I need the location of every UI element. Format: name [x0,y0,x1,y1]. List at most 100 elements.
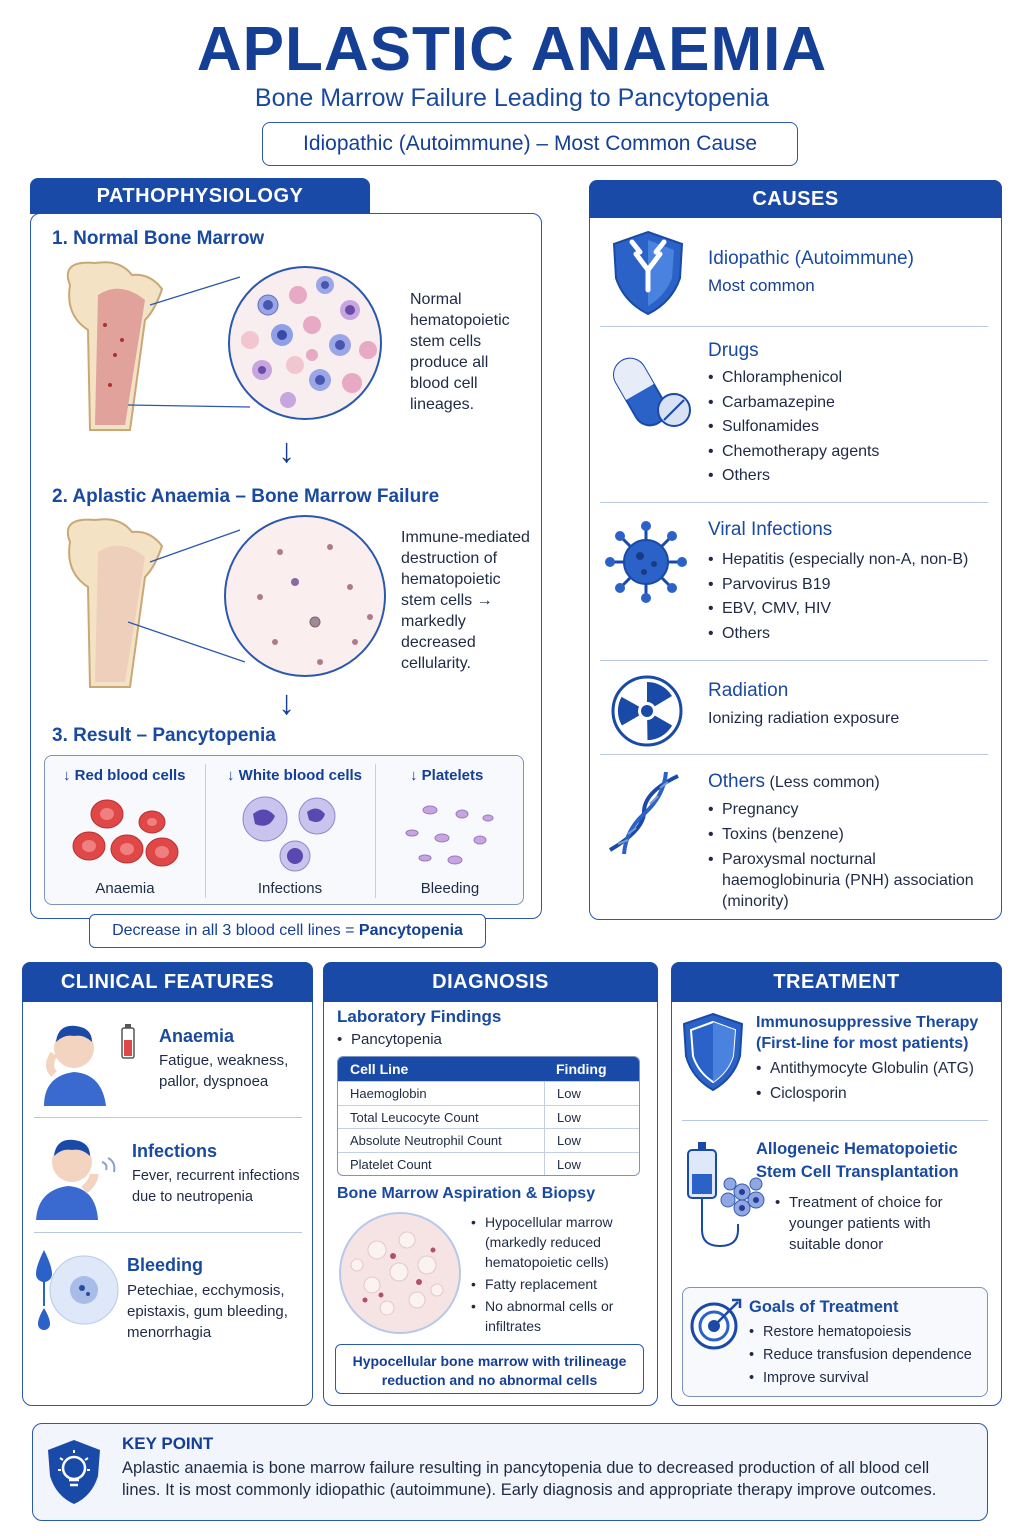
platelets-label: ↓ Platelets [410,767,484,784]
list-item: Pancytopenia [337,1028,442,1053]
drugs-list: Chloramphenicol Carbamazepine Sulfonamid… [708,366,879,489]
shield-icon [682,1012,744,1092]
divider [34,1117,302,1118]
page-title: APLASTIC ANAEMIA [196,15,828,84]
table-cell: Total Leucocyte Count [350,1109,479,1125]
list-item: Treatment of choice for younger patients… [775,1192,965,1255]
dna-icon [608,771,679,855]
radiation-icon [611,675,683,747]
summary-prefix: Decrease in all 3 blood cell lines = [112,922,359,939]
goals-title: Goals of Treatment [749,1298,899,1316]
virus-icon [605,521,687,603]
diagnosis-heading: DIAGNOSIS [323,962,658,1002]
list-item: Restore hematopoiesis [749,1321,972,1344]
others-note: (Less common) [769,774,880,791]
viral-list: Hepatitis (especially non-A, non-B) Parv… [708,548,968,646]
radiation-title: Radiation [708,680,789,701]
hsct-title: Allogeneic Hematopoietic Stem Cell Trans… [756,1140,959,1181]
divider [682,1120,988,1121]
wbc-label: ↓ White blood cells [227,767,363,784]
divider [600,660,988,661]
list-item: EBV, CMV, HIV [708,597,968,622]
pill-capsule-icon [613,357,691,427]
table-cell: Low [544,1082,639,1105]
hsct-list: Treatment of choice for younger patients… [775,1192,965,1255]
others-title: Others [708,771,766,792]
list-item: Fatty replacement [471,1274,651,1294]
table-row: Platelet Count Low [338,1151,639,1175]
idiopathic-sub: Most common [708,276,815,295]
pathophysiology-heading: PATHOPHYSIOLOGY [30,178,370,214]
bone-marrow-title: Bone Marrow Aspiration & Biopsy [337,1185,596,1202]
list-item: No abnormal cells or infiltrates [471,1296,651,1336]
clinical-anaemia-text: Fatigue, weakness, pallor, dyspnoea [159,1052,289,1090]
table-cell: Platelet Count [350,1156,432,1172]
clinical-bleeding-text: Petechiae, ecchymosis, epistaxis, gum bl… [127,1282,288,1341]
clinical-bleeding-title: Bleeding [127,1255,204,1275]
list-item: Paroxysmal nocturnal haemoglobinuria (PN… [708,847,993,912]
list-item: Pregnancy [708,798,993,823]
marrow-biopsy-illustration [339,1212,461,1334]
step2-title: 2. Aplastic Anaemia – Bone Marrow Failur… [52,486,440,507]
list-item: Hypocellular marrow (markedly reduced he… [471,1212,651,1272]
table-cell: Low [544,1152,639,1175]
list-item: Toxins (benzene) [708,823,993,848]
clinical-infections-text: Fever, recurrent infections due to neutr… [132,1168,300,1205]
divider [34,1232,302,1233]
pancytopenia-summary: Decrease in all 3 blood cell lines = Pan… [89,914,486,948]
list-item: Parvovirus B19 [708,573,968,598]
list-item: Ciclosporin [756,1082,974,1107]
list-item: Hepatitis (especially non-A, non-B) [708,548,968,573]
step1-title: 1. Normal Bone Marrow [52,228,265,249]
drugs-title: Drugs [708,340,759,361]
arrow-down-icon: ↓ [278,684,295,722]
table-cell: Low [544,1105,639,1128]
clinical-infections-title: Infections [132,1141,218,1161]
iv-bag-cells-icon [687,1142,765,1248]
anaemia-effect: Anaemia [95,880,155,897]
table-row: Haemoglobin Low [338,1081,639,1105]
others-list: Pregnancy Toxins (benzene) Paroxysmal no… [708,798,993,912]
list-item: Sulfonamides [708,415,879,440]
header-finding: Finding [556,1061,607,1077]
antibody-shield-icon [612,230,684,316]
divider [600,754,988,755]
list-item: Others [708,464,879,489]
bone-marrow-summary: Hypocellular bone marrow with trilineage… [335,1344,644,1394]
list-item: Improve survival [749,1367,972,1390]
key-point-box [32,1423,988,1521]
ist-list: Antithymocyte Globulin (ATG) Ciclosporin [756,1057,974,1106]
platelets-icon [405,805,494,865]
rbc-label: ↓ Red blood cells [63,767,186,784]
lab-findings-list: Pancytopenia [337,1028,442,1053]
list-item: Reduce transfusion dependence [749,1344,972,1367]
table-row: Absolute Neutrophil Count Low [338,1128,639,1152]
idiopathic-title: Idiopathic (Autoimmune) [708,248,914,269]
key-point-title: KEY POINT [122,1434,214,1453]
divider [600,326,988,327]
pancytopenia-results-box: ↓ Red blood cells ↓ White blood cells ↓ … [44,755,524,905]
lab-findings-title: Laboratory Findings [337,1007,502,1026]
treatment-heading: TREATMENT [671,962,1002,1002]
bleeding-effect: Bleeding [420,880,480,897]
list-item: Chemotherapy agents [708,440,879,465]
key-point-text: Aplastic anaemia is bone marrow failure … [122,1459,937,1499]
bone-marrow-findings: Hypocellular marrow (markedly reduced he… [471,1212,651,1336]
red-blood-cells-icon [72,799,179,867]
tagline-badge: Idiopathic (Autoimmune) – Most Common Ca… [262,122,798,166]
table-cell: Low [544,1129,639,1152]
table-cell: Absolute Neutrophil Count [350,1133,502,1148]
step1-text: Normal hematopoietic stem cells produce … [410,291,510,413]
lightbulb-icon [48,1440,100,1504]
step2-text: Immune-mediated destruction of hematopoi… [401,529,530,672]
infections-effect: Infections [257,880,323,897]
coughing-person-icon [36,1139,116,1220]
table-cell: Haemoglobin [350,1086,427,1101]
fatigued-person-icon [44,1024,135,1106]
table-row: Total Leucocyte Count Low [338,1104,639,1128]
list-item: Chloramphenicol [708,366,879,391]
white-blood-cells-icon [242,796,336,872]
list-item: Carbamazepine [708,391,879,416]
header-cell-line: Cell Line [350,1061,409,1077]
